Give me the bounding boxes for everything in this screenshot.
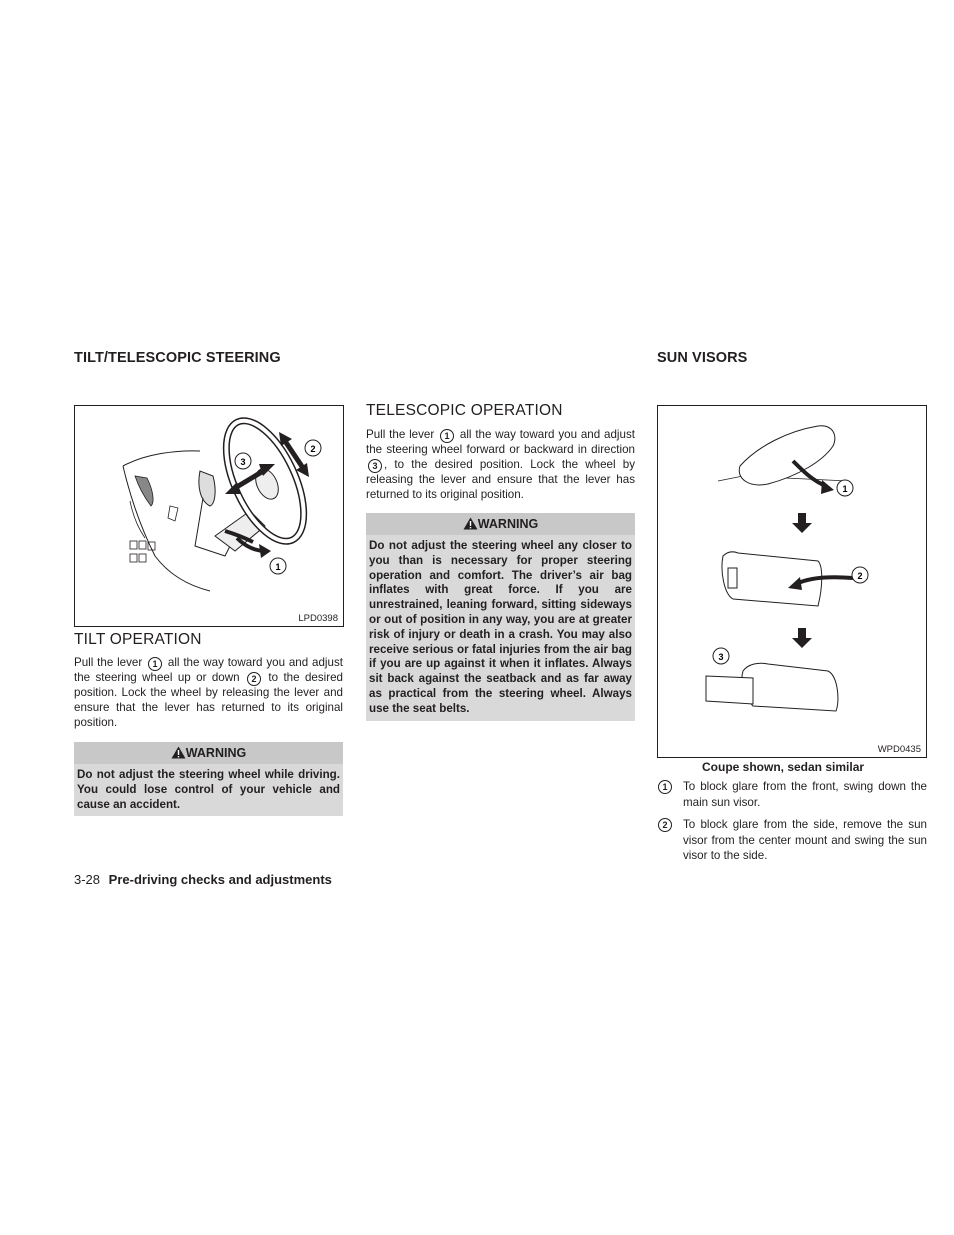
warning-header: WARNING <box>74 742 343 764</box>
telescopic-operation-text: Pull the lever 1 all the way toward you … <box>366 428 635 502</box>
figure-code: LPD0398 <box>298 613 338 624</box>
text-fragment: to the desired position. Lock the wheel … <box>74 671 343 729</box>
callout-2: 2 <box>246 672 261 686</box>
list-item-text: To block glare from the front, swing dow… <box>683 780 927 809</box>
warning-triangle-icon <box>463 517 478 530</box>
callout-2: 2 <box>658 818 672 832</box>
tilt-operation-title: TILT OPERATION <box>74 631 202 648</box>
list-item: 1 To block glare from the front, swing d… <box>657 779 927 810</box>
chapter-title: Pre-driving checks and adjustments <box>108 872 332 887</box>
visor-callout-2: 2 <box>857 571 862 581</box>
warning-label: WARNING <box>185 746 247 760</box>
page-number: 3-28 <box>74 872 101 887</box>
tilt-operation-text: Pull the lever 1 all the way toward you … <box>74 656 343 730</box>
warning-triangle-icon <box>171 746 186 759</box>
steering-callout-1: 1 <box>275 562 280 572</box>
steering-callout-3: 3 <box>240 457 245 467</box>
callout-1: 1 <box>440 429 455 443</box>
callout-1: 1 <box>658 780 672 794</box>
list-item-text: To block glare from the side, remove the… <box>683 818 927 862</box>
warning-text: Do not adjust the steering wheel while d… <box>77 768 340 811</box>
figure-caption: Coupe shown, sedan similar <box>702 760 865 774</box>
text-fragment: Pull the lever <box>366 428 435 441</box>
callout-3: 3 <box>368 458 382 473</box>
text-fragment: Pull the lever <box>74 656 143 669</box>
callout-1: 1 <box>148 657 163 671</box>
warning-label: WARNING <box>477 517 539 531</box>
telescopic-operation-title: TELESCOPIC OPERATION <box>366 402 563 419</box>
visor-callout-1: 1 <box>842 484 847 494</box>
section-title-sun-visors: SUN VISORS <box>657 350 748 366</box>
warning-text: Do not adjust the steering wheel any clo… <box>369 539 632 715</box>
steering-wheel-illustration: 2 3 1 <box>122 417 322 592</box>
warning-box-tilt: WARNING Do not adjust the steering wheel… <box>74 742 343 817</box>
text-fragment: all the way toward you and adjust the st… <box>74 656 343 684</box>
warning-box-telescopic: WARNING Do not adjust the steering wheel… <box>366 513 635 721</box>
page-footer: 3-28 Pre-driving checks and adjustments <box>74 872 332 887</box>
figure-code: WPD0435 <box>877 744 921 755</box>
sun-visor-figure: 1 2 3 WPD0435 <box>657 405 927 758</box>
sun-visor-list: 1 To block glare from the front, swing d… <box>657 779 927 864</box>
section-title-steering: TILT/TELESCOPIC STEERING <box>74 350 281 366</box>
list-item: 2 To block glare from the side, remove t… <box>657 817 927 864</box>
sun-visor-illustration: 1 2 3 <box>705 425 869 712</box>
text-fragment: , to the desired position. Lock the whee… <box>366 457 635 501</box>
steering-figure: 2 3 1 LPD0398 <box>74 405 344 627</box>
visor-callout-3: 3 <box>718 652 723 662</box>
text-fragment: all the way toward you and adjust the st… <box>366 428 635 456</box>
warning-header: WARNING <box>366 513 635 535</box>
steering-callout-2: 2 <box>310 444 315 454</box>
